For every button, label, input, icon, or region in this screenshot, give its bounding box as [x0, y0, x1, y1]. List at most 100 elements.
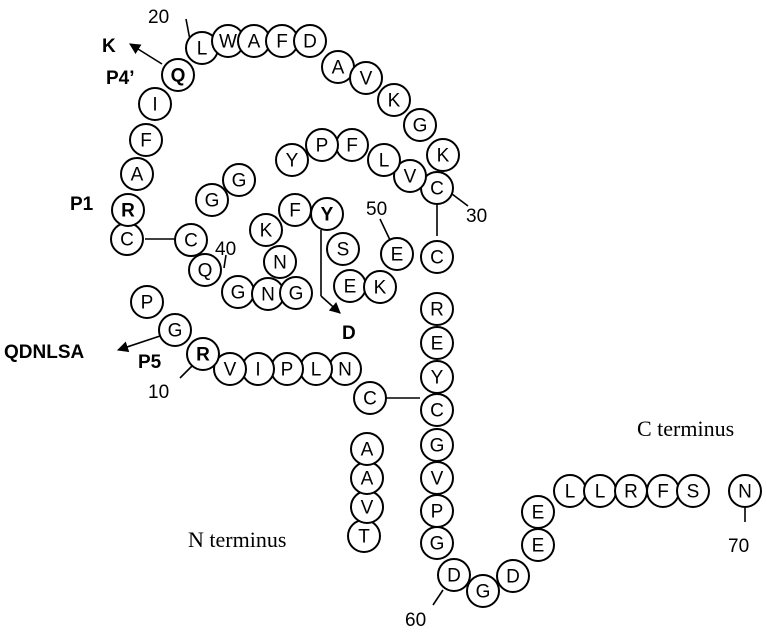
terminus-labels: N terminus C terminus	[188, 416, 734, 552]
residue-letter: P	[316, 136, 329, 157]
residue-16: A	[120, 157, 154, 191]
residue-69: S	[676, 474, 710, 508]
residue-letter: Y	[431, 368, 444, 389]
residue-46: Y	[310, 197, 344, 231]
residue-31: V	[393, 159, 427, 193]
site-label-p4prime: P4’	[106, 68, 135, 89]
residue-circle	[367, 143, 401, 177]
residue-letter: E	[344, 277, 357, 298]
residue-letter: V	[224, 360, 237, 381]
residue-circle	[380, 237, 414, 271]
residue-letter: S	[337, 240, 350, 261]
position-number-40: 40	[215, 239, 236, 260]
residue-letter: G	[231, 283, 246, 304]
residue-circle	[305, 128, 339, 162]
residue-letter: T	[358, 527, 370, 548]
residue-58: P	[420, 494, 454, 528]
position-number-50: 50	[366, 199, 387, 220]
residue-letter: C	[430, 401, 444, 422]
tick-30	[451, 193, 469, 207]
residue-6: N	[328, 352, 362, 386]
residue-letter: L	[311, 360, 322, 381]
residue-letter: C	[430, 179, 444, 200]
residue-9: I	[241, 352, 275, 386]
residue-7: L	[299, 352, 333, 386]
residue-15: R	[111, 193, 145, 227]
residue-letter: E	[431, 334, 444, 355]
residue-10: V	[213, 352, 247, 386]
mutation-arrows	[116, 43, 341, 353]
residue-letter: E	[391, 245, 404, 266]
residue-letter: R	[121, 201, 135, 222]
tick-60	[432, 589, 444, 606]
residue-letter: Q	[171, 66, 186, 87]
mutation-label-qdnlsa: QDNLSA	[4, 342, 85, 363]
disulfide-bonds	[145, 203, 438, 399]
residue-letter: F	[140, 131, 152, 152]
residue-letter: W	[219, 32, 237, 53]
residue-38: C	[174, 223, 208, 257]
arrow-y46-to-d-diagonal	[320, 295, 341, 314]
residue-60: D	[437, 558, 471, 592]
residue-letter: G	[232, 171, 247, 192]
residue-circle	[174, 223, 208, 257]
residue-circle	[310, 197, 344, 231]
residue-letter: N	[261, 285, 275, 306]
residue-letter: D	[506, 567, 520, 588]
residue-8: P	[270, 352, 304, 386]
residue-circle	[420, 292, 454, 326]
residue-3: A	[350, 461, 384, 495]
residue-32: L	[367, 143, 401, 177]
residue-circle	[420, 526, 454, 560]
position-ticks	[179, 18, 746, 606]
residue-28: G	[403, 108, 437, 142]
residue-55: C	[420, 393, 454, 427]
residue-42: G	[279, 276, 313, 310]
residue-51: C	[420, 240, 454, 274]
residue-letter: K	[260, 221, 273, 242]
arrow-r11-to-qdnlsa	[116, 334, 164, 353]
residue-letter: G	[289, 284, 304, 305]
residue-49: K	[363, 270, 397, 304]
residue-circle	[279, 276, 313, 310]
residue-12: G	[158, 313, 192, 347]
residue-circle	[420, 240, 454, 274]
residue-circle	[326, 232, 360, 266]
residue-57: V	[420, 461, 454, 495]
tick-50	[379, 218, 391, 241]
residue-circle	[363, 270, 397, 304]
residue-44: K	[249, 213, 283, 247]
residue-letter: G	[168, 321, 183, 342]
residue-letter: G	[476, 582, 491, 603]
residue-letter: R	[624, 482, 638, 503]
residue-letter: C	[430, 248, 444, 269]
residue-circle	[111, 193, 145, 227]
residue-1: T	[347, 519, 381, 553]
residue-letter: K	[374, 278, 387, 299]
residue-circle	[349, 61, 383, 95]
tick-20	[185, 18, 191, 41]
residue-letter: I	[152, 95, 157, 116]
c-terminus-label: C terminus	[637, 416, 734, 441]
residue-letter: D	[303, 32, 317, 53]
residue-29: K	[426, 138, 460, 172]
mutation-label-d: D	[342, 323, 356, 344]
residue-circle	[728, 474, 762, 508]
residue-67: R	[614, 474, 648, 508]
residue-circle	[129, 123, 163, 157]
residue-circle	[188, 253, 222, 287]
residue-circle	[158, 313, 192, 347]
residue-letter: G	[430, 534, 445, 555]
residue-circle	[249, 213, 283, 247]
residue-35: Y	[275, 143, 309, 177]
residue-circle	[138, 87, 172, 121]
residue-27: K	[377, 83, 411, 117]
residue-50: E	[380, 237, 414, 271]
site-label-p1: P1	[70, 194, 94, 215]
residue-18: I	[138, 87, 172, 121]
position-number-30: 30	[466, 206, 487, 227]
residue-letter: L	[565, 482, 576, 503]
residue-circle	[130, 285, 164, 319]
residue-circle	[275, 143, 309, 177]
residue-circle	[426, 138, 460, 172]
